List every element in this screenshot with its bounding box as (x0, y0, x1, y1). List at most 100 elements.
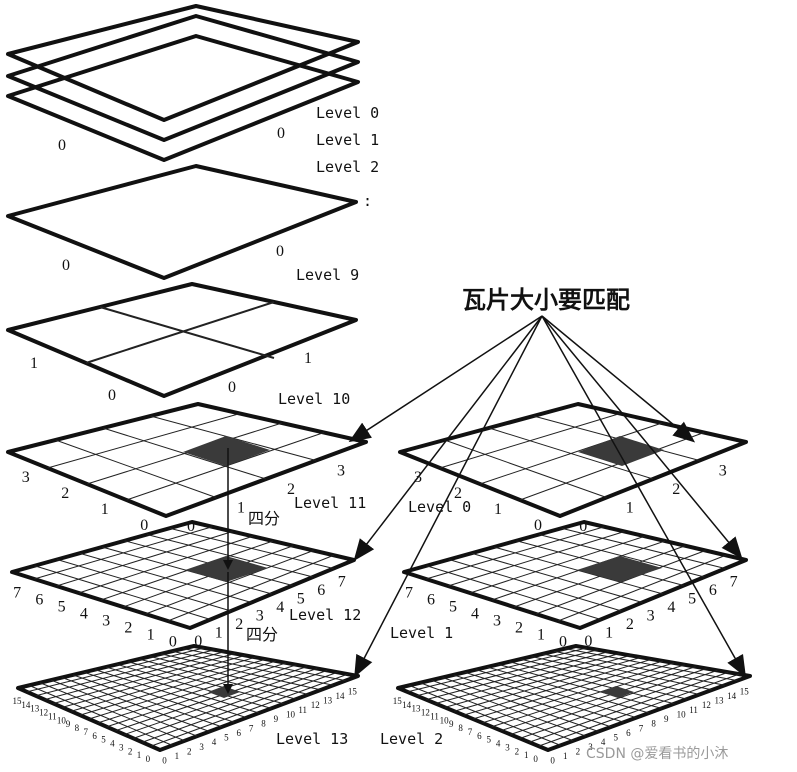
level-1-label: Level 1 (316, 131, 379, 149)
dark-cell-right-level-1 (577, 556, 662, 582)
grid-line (150, 673, 348, 747)
grid-line (133, 669, 328, 739)
level-11-label: Level 11 (294, 494, 366, 512)
index-label: 6 (317, 582, 325, 599)
index-label: 14 (727, 691, 737, 701)
grid-line (126, 432, 325, 501)
index-label: 5 (449, 599, 457, 616)
grid-line (497, 663, 662, 709)
split-label-1: 四分 (248, 509, 280, 528)
index-label: 3 (647, 607, 655, 624)
level-9-label: Level 9 (296, 266, 359, 284)
top-label-right: 0 (277, 125, 285, 142)
index-label: 11 (430, 711, 439, 721)
index-label: 7 (249, 723, 254, 733)
index-label: 9 (449, 719, 454, 729)
index-label: 2 (61, 485, 69, 502)
index-label: 13 (323, 696, 333, 706)
index-label: 1 (137, 750, 142, 760)
index-label: 3 (337, 462, 345, 479)
index-label: 1 (237, 499, 245, 516)
index-label: 4 (667, 599, 675, 616)
grid-line (486, 666, 650, 714)
index-label: 8 (458, 723, 463, 733)
index-label: 1 (147, 627, 155, 644)
index-label: 4 (496, 739, 501, 749)
grid-line (538, 673, 740, 747)
index-label: 2 (235, 616, 243, 633)
index-label: 0 (533, 754, 538, 764)
tile-right-level-2 (396, 644, 752, 752)
level-13-label: Level 13 (276, 730, 348, 748)
index-label: 8 (75, 723, 80, 733)
index-label: 6 (477, 731, 482, 741)
index-label: 0 (559, 634, 567, 651)
level-10-label: Level 10 (278, 390, 350, 408)
index-label: 1 (494, 501, 502, 518)
index-label: 4 (601, 737, 606, 747)
index-label: 14 (402, 700, 412, 710)
index-label: 0 (162, 756, 167, 766)
index-label: 5 (297, 590, 305, 607)
index-label: 3 (256, 607, 264, 624)
index-label: 3 (119, 742, 124, 752)
index-label: 5 (613, 733, 618, 743)
ellipsis: : (363, 192, 372, 210)
grid-line (150, 415, 317, 461)
pointer-right-level-2 (541, 315, 746, 678)
grid-line (561, 527, 726, 569)
top-label-left: 0 (58, 137, 66, 154)
level9-label-left: 0 (62, 257, 70, 274)
csdn-watermark: CSDN @爱看书的小沐 (586, 746, 728, 762)
index-label: 5 (101, 735, 106, 745)
grid-line (491, 664, 685, 728)
index-label: 0 (140, 517, 148, 534)
index-label: 6 (626, 728, 631, 738)
grid-line (106, 664, 297, 728)
index-label: 6 (427, 592, 435, 609)
tile-right-level-0 (398, 402, 748, 518)
index-label: 14 (335, 691, 345, 701)
pointer-right-level-0 (541, 315, 696, 443)
grid-line (102, 427, 267, 480)
index-label: 7 (83, 727, 88, 737)
title-tile-size-match: 瓦片大小要匹配 (462, 286, 630, 314)
grid-line (116, 663, 272, 709)
index-label: 8 (261, 719, 266, 729)
level10-label-0a: 0 (108, 387, 116, 404)
index-label: 9 (66, 719, 71, 729)
index-label: 13 (411, 704, 421, 714)
index-label: 1 (215, 624, 223, 641)
index-label: 7 (405, 585, 413, 602)
index-label: 1 (605, 624, 613, 641)
index-label: 2 (672, 481, 680, 498)
index-label: 0 (550, 756, 555, 766)
grid-line (482, 662, 675, 724)
index-label: 11 (689, 705, 698, 715)
grid-line (138, 658, 297, 700)
index-label: 3 (588, 742, 593, 752)
index-label: 5 (486, 735, 491, 745)
level-12-label: Level 12 (289, 606, 361, 624)
index-label: 1 (626, 499, 634, 516)
index-label: 15 (12, 696, 22, 706)
grid-line (493, 546, 664, 595)
index-label: 10 (57, 715, 67, 725)
index-label: 14 (21, 700, 31, 710)
grid-line (500, 666, 696, 732)
level-2-label: Level 2 (316, 158, 379, 176)
index-label: 0 (534, 517, 542, 534)
index-label: 2 (287, 481, 295, 498)
tile-right-level-1 (402, 520, 748, 630)
grid-line (124, 668, 318, 735)
level10-label-0b: 0 (228, 379, 236, 396)
index-label: 3 (493, 613, 501, 630)
grid-line (529, 671, 729, 743)
index-label: 1 (563, 751, 568, 761)
grid-line (509, 661, 675, 705)
level10-label-1b: 1 (304, 350, 312, 367)
index-label: 6 (709, 582, 717, 599)
index-label: 12 (421, 708, 430, 718)
index-label: 6 (35, 592, 43, 609)
index-label: 10 (440, 715, 450, 725)
